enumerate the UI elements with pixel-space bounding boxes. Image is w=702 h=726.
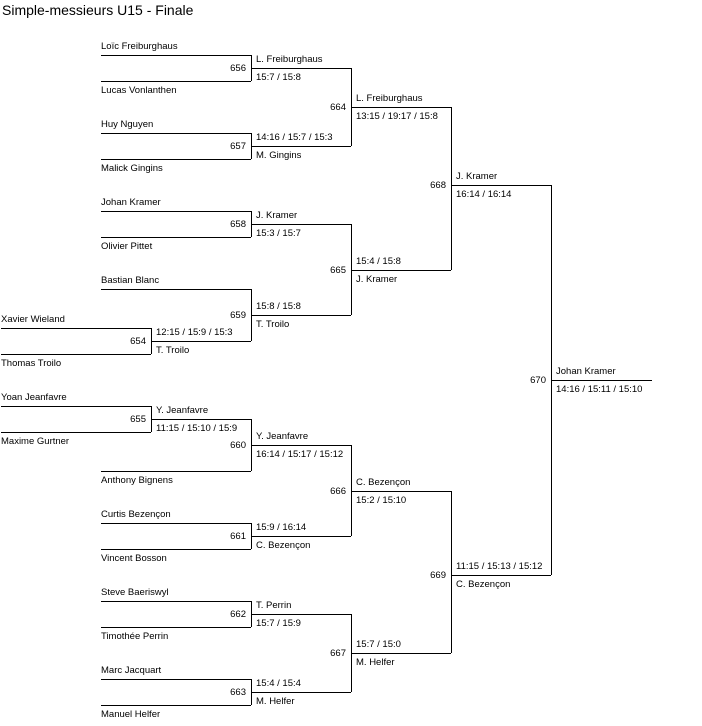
match-winner[interactable]: L. Freiburghaus — [356, 93, 423, 104]
match-winner[interactable]: C. Bezençon — [456, 579, 511, 590]
match-winner[interactable]: C. Bezençon — [256, 540, 311, 551]
match-score: 11:15 / 15:10 / 15:9 — [156, 423, 238, 434]
match-number: 670 — [530, 375, 546, 386]
match-number: 665 — [330, 265, 346, 276]
match-number: 659 — [230, 310, 246, 321]
match-number: 662 — [230, 609, 246, 620]
player-name[interactable]: Lucas Vonlanthen — [101, 85, 177, 96]
player-name[interactable]: Malick Gingins — [101, 163, 163, 174]
match-winner[interactable]: J. Kramer — [356, 274, 398, 285]
match-winner[interactable]: J. Kramer — [456, 171, 498, 182]
page-title: Simple-messieurs U15 - Finale — [2, 2, 194, 18]
match-number: 654 — [130, 336, 146, 347]
match-winner[interactable]: T. Troilo — [256, 319, 290, 330]
match-score: 11:15 / 15:13 / 15:12 — [456, 561, 543, 572]
player-name[interactable]: Thomas Troilo — [1, 358, 62, 369]
player-name[interactable]: Maxime Gurtner — [1, 436, 70, 447]
match-score: 16:14 / 16:14 — [456, 189, 512, 200]
match-score: 16:14 / 15:17 / 15:12 — [256, 449, 344, 460]
match-number: 669 — [430, 570, 446, 581]
match-number: 668 — [430, 180, 446, 191]
match-winner[interactable]: Johan Kramer — [556, 366, 616, 377]
player-name[interactable]: Johan Kramer — [101, 197, 161, 208]
match-winner[interactable]: Y. Jeanfavre — [156, 405, 209, 416]
match-score: 12:15 / 15:9 / 15:3 — [156, 327, 233, 338]
match-number: 664 — [330, 102, 346, 113]
match-score: 15:7 / 15:0 — [356, 639, 401, 650]
match-winner[interactable]: L. Freiburghaus — [256, 54, 323, 65]
match-number: 667 — [330, 648, 346, 659]
match-winner[interactable]: T. Troilo — [156, 345, 190, 356]
match-number: 658 — [230, 219, 246, 230]
player-name[interactable]: Anthony Bignens — [101, 475, 173, 486]
player-name[interactable]: Manuel Helfer — [101, 709, 161, 720]
match-number: 666 — [330, 486, 346, 497]
match-number: 661 — [230, 531, 246, 542]
match-number: 657 — [230, 141, 246, 152]
match-score: 13:15 / 19:17 / 15:8 — [356, 111, 438, 122]
player-name[interactable]: Steve Baeriswyl — [101, 587, 169, 598]
match-score: 15:4 / 15:4 — [256, 678, 301, 689]
match-number: 655 — [130, 414, 146, 425]
player-name[interactable]: Loïc Freiburghaus — [101, 41, 178, 52]
match-winner[interactable]: J. Kramer — [256, 210, 298, 221]
match-winner[interactable]: T. Perrin — [256, 600, 292, 611]
match-score: 15:8 / 15:8 — [256, 301, 301, 312]
match-score: 15:4 / 15:8 — [356, 256, 401, 267]
match-score: 14:16 / 15:11 / 15:10 — [556, 384, 643, 395]
player-name[interactable]: Olivier Pittet — [101, 241, 153, 252]
match-score: 15:9 / 16:14 — [256, 522, 307, 533]
player-name[interactable]: Timothée Perrin — [101, 631, 169, 642]
player-name[interactable]: Marc Jacquart — [101, 665, 162, 676]
match-winner[interactable]: M. Gingins — [256, 150, 302, 161]
player-name[interactable]: Huy Nguyen — [101, 119, 154, 130]
match-score: 15:2 / 15:10 — [356, 495, 407, 506]
player-name[interactable]: Xavier Wieland — [1, 314, 65, 325]
match-score: 15:7 / 15:8 — [256, 72, 301, 83]
match-number: 663 — [230, 687, 246, 698]
match-score: 14:16 / 15:7 / 15:3 — [256, 132, 333, 143]
match-score: 15:7 / 15:9 — [256, 618, 301, 629]
match-winner[interactable]: M. Helfer — [256, 696, 295, 707]
match-winner[interactable]: C. Bezençon — [356, 477, 411, 488]
match-winner[interactable]: Y. Jeanfavre — [256, 431, 309, 442]
player-name[interactable]: Curtis Bezençon — [101, 509, 171, 520]
player-name[interactable]: Bastian Blanc — [101, 275, 160, 286]
match-winner[interactable]: M. Helfer — [356, 657, 395, 668]
player-name[interactable]: Vincent Bosson — [101, 553, 167, 564]
match-score: 15:3 / 15:7 — [256, 228, 301, 239]
player-name[interactable]: Yoan Jeanfavre — [1, 392, 67, 403]
match-number: 656 — [230, 63, 246, 74]
match-number: 660 — [230, 440, 246, 451]
